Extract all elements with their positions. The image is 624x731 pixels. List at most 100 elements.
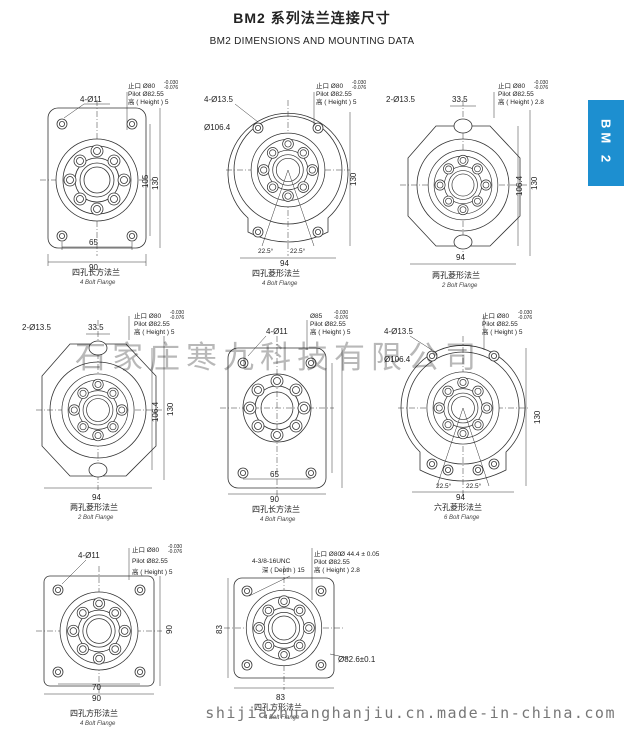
d8-height: 83 — [215, 625, 224, 634]
d1-height-2: 130 — [151, 176, 160, 190]
d2-angle-2: 22.5° — [290, 247, 306, 255]
d5-pilot-1: Ø85 — [310, 313, 323, 320]
d2-height: 130 — [349, 172, 358, 186]
d6-pilot-3: 高 ( Height ) 5 — [482, 327, 523, 336]
d8-caption-en: 4 Bolt Flange — [264, 715, 300, 721]
diagram-4bolt-square — [36, 548, 162, 695]
d3-tol-1a: -0.030 — [534, 80, 548, 86]
d7-holes: 4-Ø11 — [78, 551, 100, 560]
d2-holes: 4-Ø13.5 — [204, 95, 233, 104]
d4-caption-en: 2 Bolt Flange — [77, 515, 114, 521]
d6-caption-en: 6 Bolt Flange — [444, 515, 480, 521]
d1-tol-1a: -0.030 — [164, 80, 178, 86]
d8-pilot-1: 止口 Ø80 — [314, 549, 341, 558]
d1-tol-1b: -0.076 — [164, 85, 178, 91]
d2-width: 94 — [280, 259, 289, 268]
d7-pilot-2: Pilot Ø82.55 — [132, 558, 168, 565]
d5-holes: 4-Ø11 — [266, 327, 288, 336]
d5-spacing: 65 — [270, 470, 279, 479]
d8-depth: 深 ( Depth ) 15 — [262, 565, 305, 574]
page-title: BM2 系列法兰连接尺寸 — [233, 10, 391, 26]
d4-pilot-2: Pilot Ø82.55 — [134, 321, 170, 328]
d2-pilot-1: 止口 Ø80 — [316, 81, 343, 90]
d7-pilot-1: 止口 Ø80 — [132, 545, 159, 554]
d4-tol-1b: -0.076 — [170, 315, 184, 321]
d6-pilot-1: 止口 Ø80 — [482, 311, 509, 320]
diagram-4bolt-square-threaded — [224, 548, 349, 690]
d7-height: 90 — [165, 625, 174, 634]
footer-url[interactable]: shijiazhuanghanjiu.cn.made-in-china.com — [205, 704, 616, 722]
d3-top-spacing: 33.5 — [452, 95, 468, 104]
d2-caption-cn: 四孔菱形法兰 — [252, 268, 300, 278]
d5-pilot-3: 高 ( Height ) 5 — [310, 327, 351, 336]
d6-tol-1b: -0.076 — [518, 315, 532, 321]
d4-pilot-3: 高 ( Height ) 5 — [134, 327, 175, 336]
d4-height-1: 106.4 — [151, 401, 160, 422]
d8-width: 83 — [276, 693, 285, 702]
d6-width: 94 — [456, 493, 465, 502]
d1-pilot-2: Pilot Ø82.55 — [128, 91, 164, 98]
d2-tol-1a: -0.030 — [352, 80, 366, 86]
d1-holes: 4-Ø11 — [80, 95, 102, 104]
d3-pilot-1: 止口 Ø80 — [498, 81, 525, 90]
d2-caption-en: 4 Bolt Flange — [262, 281, 298, 287]
d1-pilot-1: 止口 Ø80 — [128, 81, 155, 90]
d7-spacing: 70 — [92, 683, 101, 692]
d6-pilot-2: Pilot Ø82.55 — [482, 321, 518, 328]
d4-width: 94 — [92, 493, 101, 502]
d1-spacing: 65 — [89, 238, 98, 247]
d3-caption-en: 2 Bolt Flange — [441, 283, 478, 289]
d4-tol-1a: -0.030 — [170, 310, 184, 316]
d5-width: 90 — [270, 495, 279, 504]
d8-caption-cn: 四孔方形法兰 — [254, 702, 302, 712]
d4-top-spacing: 33.5 — [88, 323, 104, 332]
diagram-2bolt-diamond-b — [36, 316, 165, 490]
d6-tol-1a: -0.030 — [518, 310, 532, 316]
d1-width: 90 — [89, 263, 98, 272]
d2-tol-1b: -0.076 — [352, 85, 366, 91]
d3-height-1: 106.4 — [515, 175, 524, 196]
d6-angle-2: 22.5° — [466, 482, 482, 490]
d7-tol-1a: -0.030 — [168, 544, 182, 550]
d3-holes: 2-Ø13.5 — [386, 95, 415, 104]
diagram-4bolt-diamond — [226, 92, 351, 259]
series-tab[interactable]: BM 2 — [588, 100, 624, 186]
diagram-4bolt-rectangular-b — [220, 320, 343, 496]
d6-height: 130 — [533, 410, 542, 424]
d7-pilot-3: 高 ( Height ) 5 — [132, 567, 173, 576]
d3-caption-cn: 两孔菱形法兰 — [432, 270, 480, 280]
d5-caption-cn: 四孔长方法兰 — [252, 504, 300, 514]
d5-tol-1b: -0.076 — [334, 315, 348, 321]
d7-tol-1b: -0.076 — [168, 549, 182, 555]
diagram-4bolt-rectangular-a — [40, 92, 161, 266]
d7-caption-cn: 四孔方形法兰 — [70, 708, 118, 718]
d3-pilot-3: 高 ( Height ) 2.8 — [498, 97, 544, 106]
d2-angle-1: 22.5° — [258, 247, 274, 255]
d6-angle-1: 22.5° — [436, 482, 452, 490]
d8-pilot-dia: Ø 44.4 ± 0.05 — [340, 551, 380, 558]
watermark-company: 石家庄寒九科技有限公司 — [75, 340, 482, 376]
d8-thread: 4-3/8-16UNC — [252, 558, 291, 565]
d5-pilot-2: Pilot Ø82.55 — [310, 321, 346, 328]
d1-height-1: 105 — [141, 174, 150, 188]
d5-caption-en: 4 Bolt Flange — [260, 517, 296, 523]
page-subtitle: BM2 DIMENSIONS AND MOUNTING DATA — [209, 36, 415, 47]
d6-caption-cn: 六孔菱形法兰 — [434, 502, 482, 512]
d4-pilot-1: 止口 Ø80 — [134, 311, 161, 320]
d1-caption-en: 4 Bolt Flange — [80, 280, 116, 286]
d1-pilot-3: 高 ( Height ) 5 — [128, 97, 169, 106]
d2-diameter: Ø106.4 — [204, 123, 231, 132]
d4-height-2: 130 — [166, 402, 175, 416]
d4-holes: 2-Ø13.5 — [22, 323, 51, 332]
d7-caption-en: 4 Bolt Flange — [80, 721, 116, 727]
d4-caption-cn: 两孔菱形法兰 — [70, 502, 118, 512]
diagram-2bolt-diamond-a — [400, 92, 531, 265]
d3-tol-1b: -0.076 — [534, 85, 548, 91]
d7-width: 90 — [92, 694, 101, 703]
d3-height-2: 130 — [530, 176, 539, 190]
d6-diameter: Ø106.4 — [384, 355, 411, 364]
d2-pilot-2: Pilot Ø82.55 — [316, 91, 352, 98]
d5-tol-1a: -0.030 — [334, 310, 348, 316]
d2-pilot-3: 高 ( Height ) 5 — [316, 97, 357, 106]
